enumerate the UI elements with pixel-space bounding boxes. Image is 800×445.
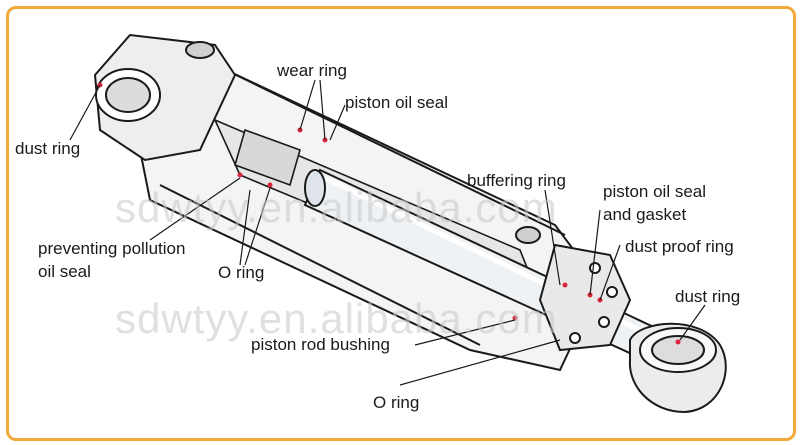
label-buffering-ring: buffering ring [467, 171, 566, 190]
label-dust-ring-right: dust ring [675, 287, 740, 306]
label-o-ring-bottom: O ring [373, 393, 419, 412]
front-gland [515, 226, 632, 352]
watermark-line2: sdwtyy.en.alibaba.com [115, 295, 558, 342]
rear-end-cap [93, 33, 237, 162]
label-preventing-pollution-2: oil seal [38, 262, 91, 281]
label-preventing-pollution-1: preventing pollution [38, 239, 185, 258]
leader-lines [69, 79, 706, 386]
rod-eye [628, 322, 727, 414]
label-piston-oil-seal: piston oil seal [345, 93, 448, 112]
label-dust-proof-ring: dust proof ring [625, 237, 734, 256]
label-piston-oil-seal-gasket-2: and gasket [603, 205, 686, 224]
seal-markers [97, 82, 681, 345]
label-piston-oil-seal-gasket-1: piston oil seal [603, 182, 706, 201]
watermark-line1: sdwtyy.en.alibaba.com [115, 184, 558, 231]
label-dust-ring-left: dust ring [15, 139, 80, 158]
label-o-ring-mid: O ring [218, 263, 264, 282]
label-piston-rod-bushing: piston rod bushing [251, 335, 390, 354]
label-wear-ring: wear ring [276, 61, 347, 80]
